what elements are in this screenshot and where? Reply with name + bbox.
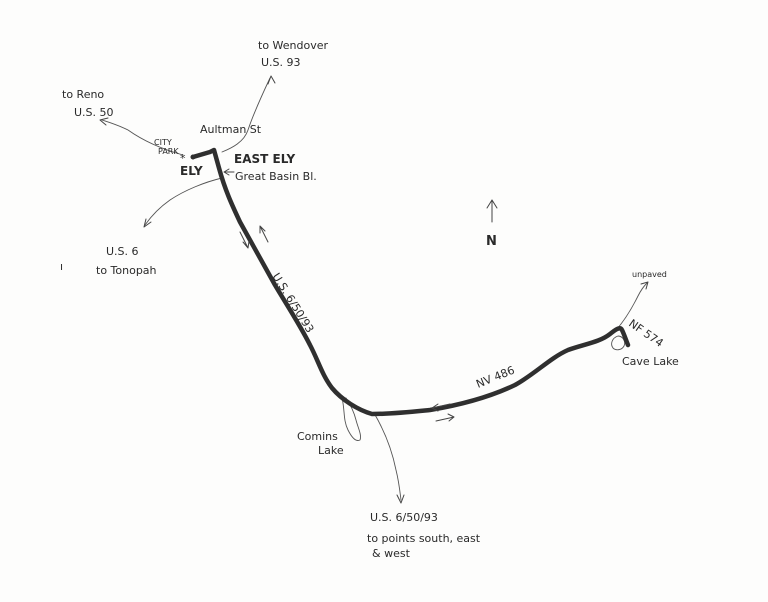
cave-lake-shape <box>611 335 626 351</box>
label-south-1: to points south, east <box>367 532 481 545</box>
label-comins: Comins <box>297 430 338 443</box>
road-south <box>373 412 402 501</box>
label-to-wendover: to Wendover <box>258 39 329 52</box>
label-east-ely: EAST ELY <box>234 152 295 166</box>
arrow-to-wendover <box>267 75 276 85</box>
comins-lake-shape <box>341 397 361 441</box>
label-city: CITY <box>154 138 172 147</box>
label-ely: ELY <box>180 164 203 178</box>
stray-mark: ı <box>60 260 63 273</box>
label-us93: U.S. 93 <box>261 56 301 69</box>
arrow-great-basin <box>223 168 235 176</box>
road-to-wendover <box>221 77 271 153</box>
arrow-unpaved <box>640 281 649 290</box>
north-arrow: N <box>486 199 498 249</box>
label-great-basin: Great Basin Bl. <box>235 170 317 183</box>
road-to-reno <box>101 119 184 156</box>
arrow-route-north <box>259 225 269 243</box>
arrow-route-west <box>431 403 451 412</box>
arrow-route-east <box>435 413 455 422</box>
arrow-to-reno <box>99 117 109 126</box>
arrow-to-tonopah <box>143 218 152 228</box>
ely-endpoint <box>190 154 196 160</box>
road-unpaved <box>615 282 648 331</box>
label-nf574: NF 574 <box>626 317 665 350</box>
label-south-2: & west <box>372 547 411 560</box>
label-us6: U.S. 6 <box>106 245 139 258</box>
label-us50: U.S. 50 <box>74 106 114 119</box>
label-us-6-50-93-route: U.S. 6/50/93 <box>269 271 316 336</box>
north-label: N <box>486 234 497 249</box>
arrow-to-south <box>396 494 405 504</box>
label-cave-lake: Cave Lake <box>622 355 679 368</box>
city-park-marker: * <box>180 152 186 165</box>
label-us-6-50-93-south: U.S. 6/50/93 <box>370 511 438 524</box>
label-comins-lake: Lake <box>318 444 344 457</box>
label-park: PARK <box>158 147 179 156</box>
road-us6-tonopah <box>144 177 223 226</box>
label-aultman: Aultman St <box>200 123 262 136</box>
label-unpaved: unpaved <box>632 270 667 279</box>
main-route <box>190 147 631 417</box>
arrow-route-south <box>239 231 250 249</box>
label-to-tonopah: to Tonopah <box>96 264 157 277</box>
label-to-reno: to Reno <box>62 88 104 101</box>
